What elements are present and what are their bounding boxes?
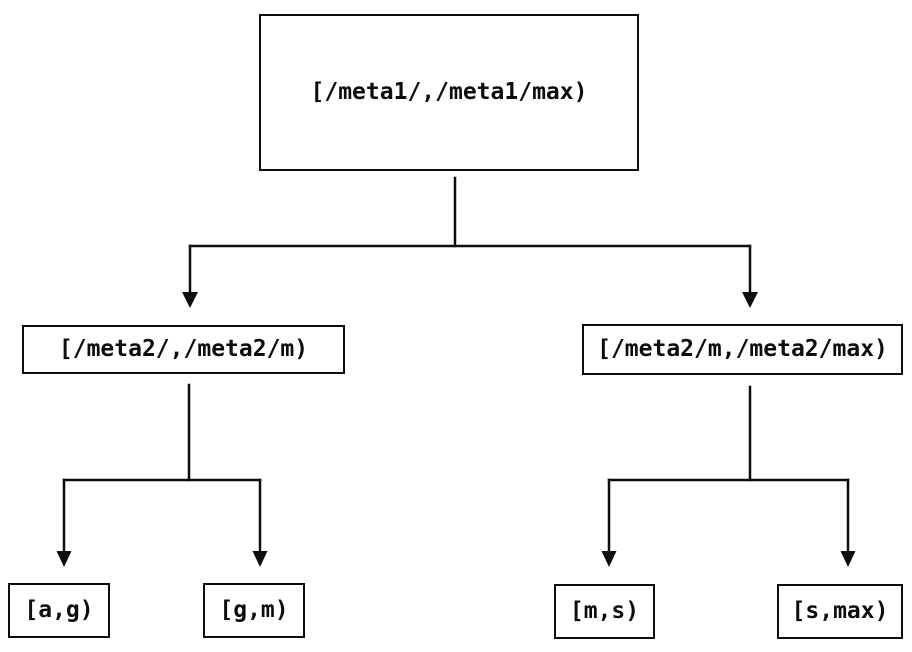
leaf-gm-arrowhead-icon [252, 551, 268, 567]
node-leaf-ms-label: [m,s) [569, 598, 640, 624]
node-meta2-left-label: [/meta2/,/meta2/m) [58, 336, 309, 362]
node-leaf-smax-label: [s,max) [791, 598, 889, 624]
node-meta2-left: [/meta2/,/meta2/m) [22, 325, 345, 374]
edge-right-child-to-leaves [601, 385, 856, 567]
node-meta2-right-label: [/meta2/m,/meta2/max) [597, 336, 888, 362]
right-child-arrowhead-icon [742, 292, 758, 308]
edge-root-to-children [182, 176, 758, 308]
leaf-ag-arrowhead-icon [56, 551, 72, 567]
left-child-arrowhead-icon [182, 292, 198, 308]
node-meta2-right: [/meta2/m,/meta2/max) [582, 324, 903, 375]
node-root-label: [/meta1/,/meta1/max) [310, 79, 588, 105]
leaf-ms-arrowhead-icon [601, 551, 617, 567]
edge-left-child-to-leaves [56, 383, 268, 567]
node-leaf-smax: [s,max) [777, 584, 903, 639]
node-leaf-ag-label: [a,g) [24, 597, 94, 623]
node-leaf-gm-label: [g,m) [219, 597, 289, 623]
node-leaf-ag: [a,g) [8, 583, 110, 638]
node-root: [/meta1/,/meta1/max) [259, 14, 639, 171]
leaf-smax-arrowhead-icon [840, 551, 856, 567]
node-leaf-ms: [m,s) [554, 584, 655, 639]
node-leaf-gm: [g,m) [203, 583, 305, 638]
